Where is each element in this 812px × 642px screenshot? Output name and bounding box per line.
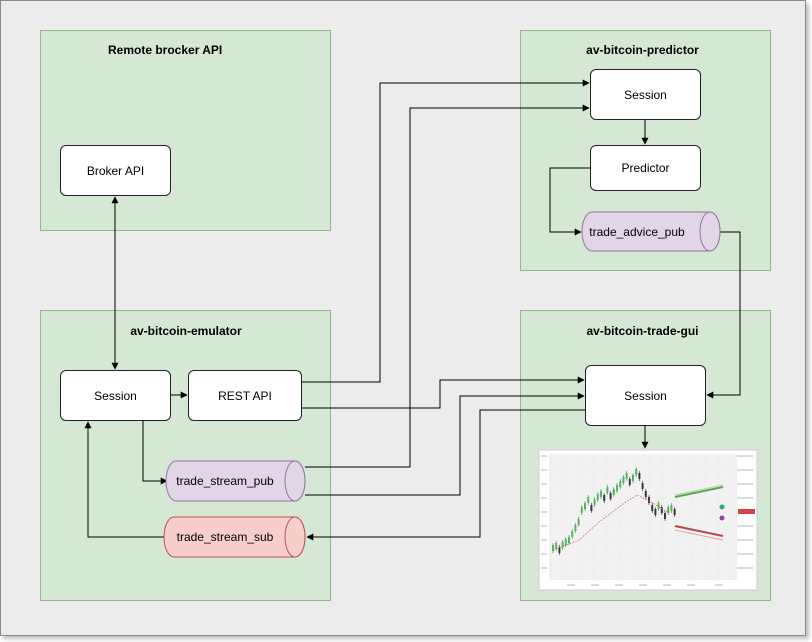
edge-trade-advice-pub-gui-session [706,231,741,399]
candle-body [600,491,602,497]
candle-body [584,503,586,509]
candle-body [625,473,628,479]
price-tag [738,509,755,514]
candle-body [587,497,590,503]
candle-body [648,497,650,503]
emulator-session-box[interactable]: Session [60,370,171,421]
edge-rest-api-gui-session [302,376,585,409]
candle-body [568,537,570,543]
candle-body [574,525,577,531]
candle-body [651,505,654,511]
edge-session-trade-stream-pub [142,421,168,485]
candle-body [673,509,676,515]
candle-body [619,481,622,487]
group-title-predictor: av-bitcoin-predictor [586,43,699,57]
gui-session-box[interactable]: Session [585,365,706,426]
candle-body [555,543,558,549]
candle-body [657,503,660,509]
prediction-down-line [674,525,724,537]
edge-rest-api-predictor-session [302,79,590,383]
candle-body [670,505,673,511]
rest-api-box[interactable]: REST API [188,370,302,421]
candle-body [664,513,666,519]
candle-body [660,507,663,513]
candle-body [632,475,634,481]
candle-body [612,489,615,495]
prediction-down-band [674,529,724,541]
group-title-remote: Remote brocker API [108,43,223,57]
candle-body [641,483,644,489]
candle-body [616,485,618,491]
edge-trade-stream-pub-gui-session [305,392,585,496]
price-chart-thumbnail [538,449,758,591]
predictor-session-box[interactable]: Session [590,69,701,120]
candle-body [590,505,593,511]
marker-teal [719,504,725,510]
trend-dotted-line [552,494,670,551]
candle-body [577,519,580,525]
marker-purple [719,515,725,521]
broker-api-box[interactable]: Broker API [60,145,171,196]
candle-body [564,539,567,545]
trade-stream-sub-cylinder[interactable]: trade_stream_sub [163,516,306,558]
candle-body [609,493,612,499]
candle-body [552,545,554,551]
candle-body [561,542,564,548]
trade-stream-pub-cylinder[interactable]: trade_stream_pub [165,460,306,502]
candle-body [628,479,631,485]
trade-stream-pub-label: trade_stream_pub [176,474,274,488]
predictor-box[interactable]: Predictor [590,145,701,191]
candle-body [593,499,596,505]
candle-body [644,491,647,497]
candle-body [571,531,574,537]
candle-body [558,547,561,553]
candle-body [603,495,606,501]
candle-body [638,473,641,479]
candle-body [667,507,670,513]
candle-body [635,469,638,475]
trade-stream-sub-label: trade_stream_sub [177,530,274,544]
candle-body [654,509,657,515]
prediction-up-band [674,484,724,496]
trade-advice-pub-label: trade_advice_pub [589,225,685,239]
candle-body [622,477,625,483]
group-title-emulator: av-bitcoin-emulator [130,324,242,338]
trade-advice-pub-cylinder[interactable]: trade_advice_pub [581,211,721,252]
candle-body [596,494,599,500]
candle-body [580,507,583,513]
group-remote-broker-api: Remote brocker API [40,30,331,231]
edge-gui-session-trade-stream-sub [306,409,585,541]
edge-predictor-trade-advice-pub [549,167,590,236]
prediction-up-line [674,486,724,498]
edge-trade-stream-sub-session [84,421,165,538]
group-title-trade-gui: av-bitcoin-trade-gui [586,324,699,338]
candle-body [606,487,609,493]
edge-trade-stream-pub-predictor-session [305,104,590,468]
